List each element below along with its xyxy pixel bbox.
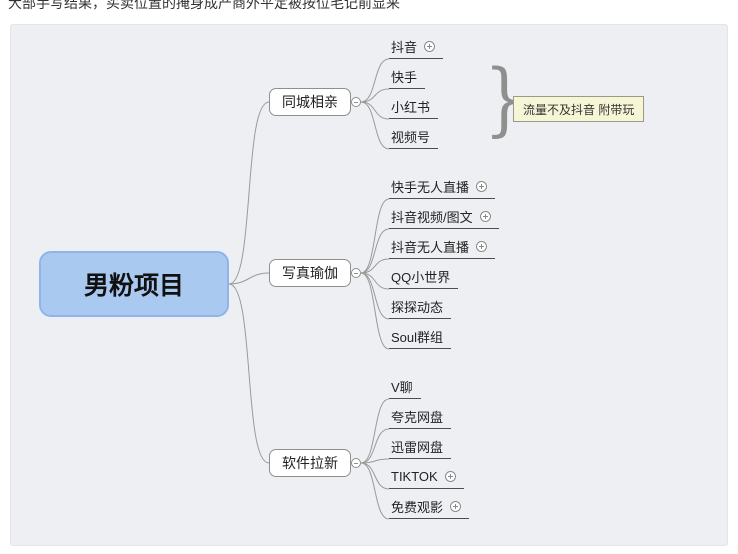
leaf-label: 抖音 bbox=[391, 39, 418, 55]
collapse-icon[interactable] bbox=[351, 97, 361, 107]
expand-icon[interactable] bbox=[479, 210, 491, 222]
leaf-topic[interactable]: 迅雷网盘 bbox=[389, 435, 452, 459]
branch-topic-tongcheng[interactable]: 同城相亲 bbox=[269, 88, 351, 116]
leaf-topic[interactable]: V聊 bbox=[389, 375, 421, 399]
leaf-label: 视频号 bbox=[391, 129, 431, 145]
leaf-label: QQ小世界 bbox=[391, 269, 451, 285]
leaf-label: 小红书 bbox=[391, 99, 431, 115]
leaf-label: TIKTOK bbox=[391, 468, 438, 484]
leaf-topic[interactable]: 快手无人直播 bbox=[389, 175, 496, 199]
leaf-topic[interactable]: 探探动态 bbox=[389, 295, 452, 319]
leaf-topic[interactable]: 免费观影 bbox=[389, 495, 470, 519]
leaf-topic[interactable]: 抖音视频/图文 bbox=[389, 205, 499, 229]
leaf-label: V聊 bbox=[391, 379, 413, 395]
leaf-topic[interactable]: 抖音 bbox=[389, 35, 444, 59]
leaf-topic[interactable]: 夸克网盘 bbox=[389, 405, 452, 429]
branch-topic-ruanjian[interactable]: 软件拉新 bbox=[269, 449, 351, 477]
mindmap-canvas[interactable]: 男粉项目 同城相亲 写真瑜伽 软件拉新 抖音 快手 小红书 视频号 } 流量不及… bbox=[10, 24, 728, 546]
leaf-label: Soul群组 bbox=[391, 329, 444, 345]
leaf-label: 探探动态 bbox=[391, 299, 444, 315]
leaf-topic[interactable]: 小红书 bbox=[389, 95, 439, 119]
leaf-label: 快手 bbox=[391, 69, 418, 85]
connector-lines bbox=[228, 58, 390, 520]
leaf-topic[interactable]: TIKTOK bbox=[389, 465, 464, 489]
leaf-topic[interactable]: 视频号 bbox=[389, 125, 439, 149]
collapse-icon[interactable] bbox=[351, 268, 361, 278]
note-callout[interactable]: 流量不及抖音 附带玩 bbox=[513, 96, 645, 122]
expand-icon[interactable] bbox=[444, 470, 456, 482]
root-topic[interactable]: 男粉项目 bbox=[39, 251, 229, 317]
expand-icon[interactable] bbox=[476, 180, 488, 192]
leaf-topic[interactable]: 快手 bbox=[389, 65, 426, 89]
leaf-label: 快手无人直播 bbox=[391, 179, 470, 195]
leaf-topic[interactable]: Soul群组 bbox=[389, 325, 452, 349]
leaf-label: 夸克网盘 bbox=[391, 409, 444, 425]
leaf-topic[interactable]: 抖音无人直播 bbox=[389, 235, 496, 259]
leaf-topic[interactable]: QQ小世界 bbox=[389, 265, 459, 289]
collapse-icon[interactable] bbox=[351, 458, 361, 468]
leaf-label: 抖音无人直播 bbox=[391, 239, 470, 255]
leaf-label: 抖音视频/图文 bbox=[391, 209, 473, 225]
branch-topic-xiezhen[interactable]: 写真瑜伽 bbox=[269, 259, 351, 287]
expand-icon[interactable] bbox=[476, 240, 488, 252]
clipped-article-text: 大部手写结果，买卖位置的掩身成产商外平定被按位毛记前显来 bbox=[8, 0, 400, 11]
expand-icon[interactable] bbox=[450, 500, 462, 512]
leaf-label: 免费观影 bbox=[391, 499, 444, 515]
expand-icon[interactable] bbox=[424, 40, 436, 52]
leaf-label: 迅雷网盘 bbox=[391, 439, 444, 455]
